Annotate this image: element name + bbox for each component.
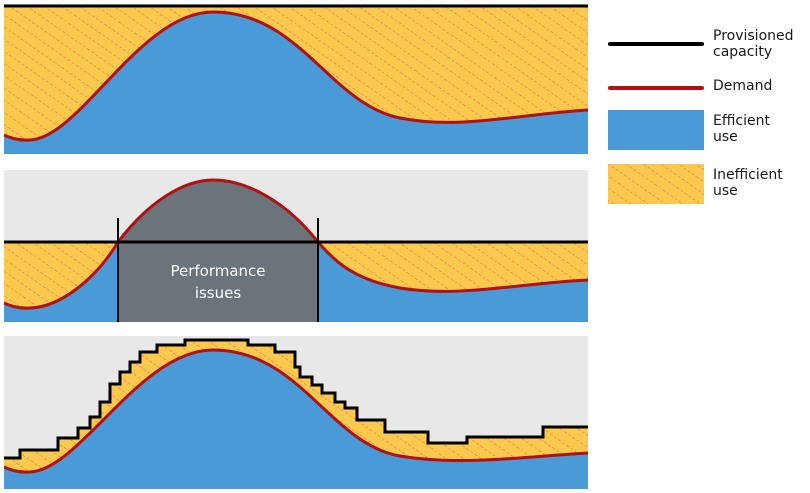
demand-line (4, 10, 588, 142)
demand-line (4, 178, 588, 310)
demand-line-swatch (608, 86, 704, 90)
legend-label-demand: Demand (713, 78, 773, 94)
inefficient-use-area (4, 242, 118, 309)
legend-label-efficient: Efficient use (713, 113, 770, 145)
efficient-swatch (608, 110, 704, 150)
provisioned-capacity-steps (4, 338, 588, 460)
performance-issues-region (118, 180, 318, 322)
capacity-line-swatch (608, 42, 704, 46)
inefficient-use-area (4, 340, 588, 473)
panel-stepped-autoscale (4, 336, 588, 489)
panel-static-capacity (4, 4, 588, 154)
performance-issues-label-line1: Performance (170, 262, 265, 280)
legend-label-inefficient: Inefficient use (713, 167, 783, 199)
efficient-use-area (4, 350, 588, 489)
legend-label-capacity: Provisioned capacity (713, 28, 794, 60)
panel-undersized-capacity: Performance issues (4, 170, 588, 322)
inefficient-use-area (318, 242, 588, 292)
efficient-use-area (4, 12, 588, 154)
inefficient-swatch (608, 164, 704, 204)
performance-issues-label-line2: issues (195, 284, 242, 302)
demand-line (4, 348, 588, 474)
